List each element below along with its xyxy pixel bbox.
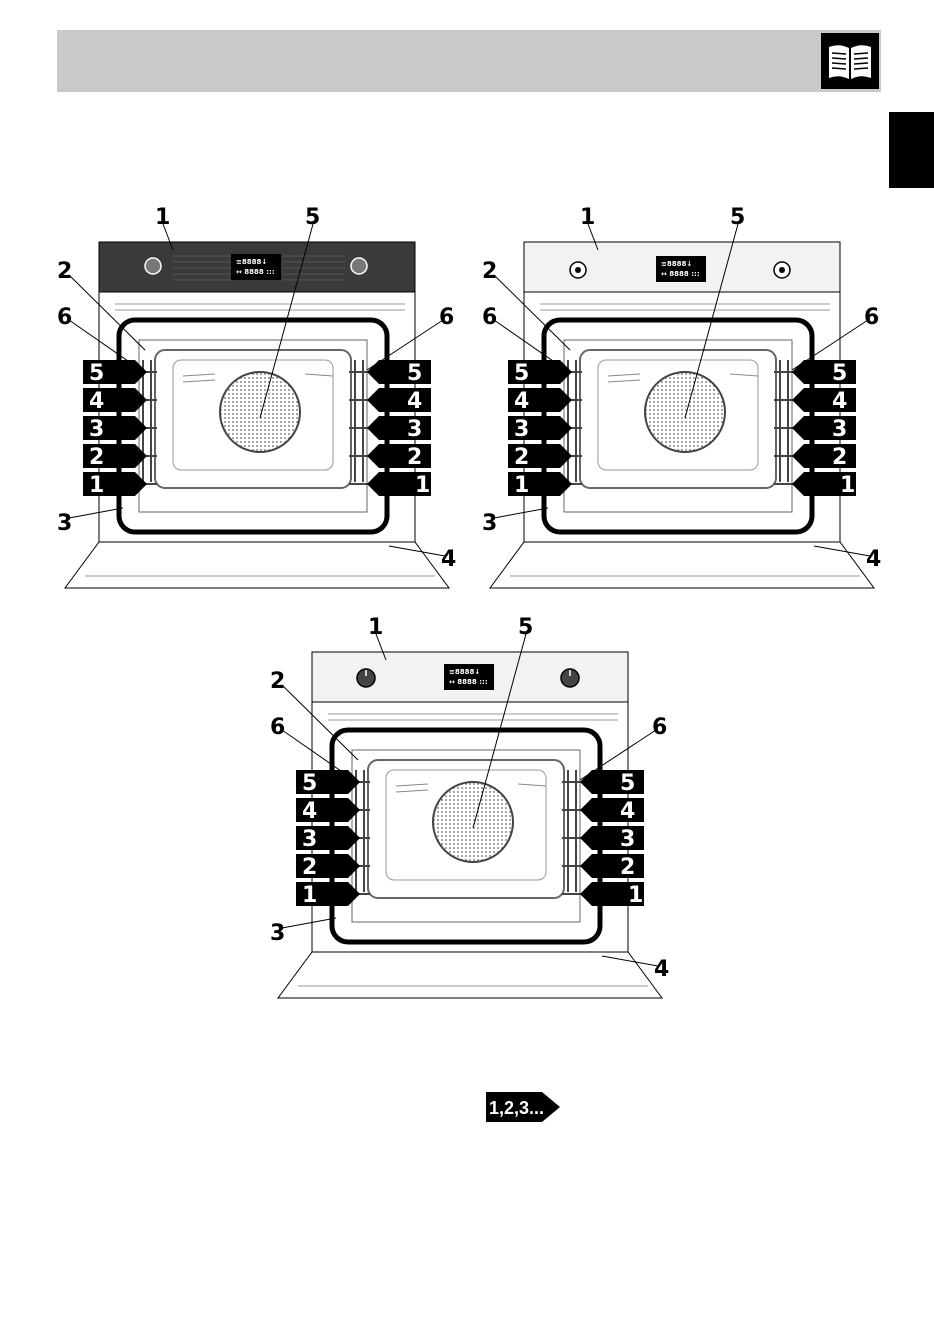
oven-door: [278, 952, 662, 998]
shelf-level-label: 4: [302, 799, 317, 824]
shelf-level-label: 1: [302, 883, 317, 908]
shelf-level-label: 2: [832, 445, 847, 470]
fan-cover: [220, 372, 300, 452]
callout-6: 6: [439, 305, 454, 330]
shelf-level-label: 1: [415, 473, 430, 498]
callout-1: 1: [368, 615, 383, 640]
shelf-level-label: 4: [832, 389, 847, 414]
callout-1: 1: [155, 205, 170, 230]
shelf-tags-right: 5 4 3 2 1: [792, 360, 856, 498]
oven-figure-light-panel: ≡8888↓ ↔ 8888 ::: 5 4 3 2 1 5 4 3 2 1: [480, 200, 900, 600]
section-tab: [889, 112, 934, 188]
shelf-level-label: 1: [840, 473, 855, 498]
book-icon: [821, 33, 879, 89]
left-knob: [145, 258, 161, 274]
oven-door: [65, 542, 449, 588]
callout-6: 6: [864, 305, 879, 330]
shelf-level-label: 2: [407, 445, 422, 470]
callout-3: 3: [482, 511, 497, 536]
shelf-level-label: 5: [302, 771, 317, 796]
shelf-level-label: 5: [832, 361, 847, 386]
shelf-level-label: 3: [407, 417, 422, 442]
sequence-badge-text: 1,2,3...: [489, 1098, 544, 1118]
shelf-level-label: 5: [89, 361, 104, 386]
callout-1: 1: [580, 205, 595, 230]
callout-4: 4: [441, 547, 456, 572]
shelf-level-label: 3: [302, 827, 317, 852]
callout-6: 6: [270, 715, 285, 740]
shelf-level-label: 3: [514, 417, 529, 442]
callout-2: 2: [270, 669, 285, 694]
oven-figure-dark-panel: ≡8888↓ ↔ 8888 ::: 5 4 3 2 1 5 4 3 2: [55, 200, 475, 600]
callout-5: 5: [518, 615, 533, 640]
shelf-tags-right: 5 4 3 2 1: [367, 360, 431, 498]
shelf-level-label: 5: [407, 361, 422, 386]
shelf-level-label: 4: [620, 799, 635, 824]
callout-4: 4: [866, 547, 881, 572]
shelf-level-label: 2: [620, 855, 635, 880]
callout-3: 3: [270, 921, 285, 946]
header-bar: [57, 30, 881, 92]
shelf-level-label: 1: [89, 473, 104, 498]
shelf-level-label: 2: [302, 855, 317, 880]
shelf-level-label: 2: [89, 445, 104, 470]
oven-figure-dark-knobs: ≡8888↓ ↔ 8888 ::: 5 4 3 2 1 5 4 3 2 1: [268, 610, 688, 1010]
shelf-tags-left: 5 4 3 2 1: [508, 360, 572, 498]
callout-3: 3: [57, 511, 72, 536]
right-knob: [351, 258, 367, 274]
shelf-level-label: 1: [514, 473, 529, 498]
callout-5: 5: [730, 205, 745, 230]
callout-5: 5: [305, 205, 320, 230]
shelf-level-label: 4: [89, 389, 104, 414]
shelf-level-label: 4: [407, 389, 422, 414]
display-line-2: ↔ 8888 :::: [236, 268, 275, 276]
shelf-level-label: 3: [89, 417, 104, 442]
shelf-level-label: 5: [514, 361, 529, 386]
shelf-tags-right: 5 4 3 2 1: [580, 770, 644, 908]
sequence-arrow-icon: 1,2,3...: [486, 1092, 560, 1122]
shelf-level-label: 2: [514, 445, 529, 470]
display-line-2: ↔ 8888 :::: [449, 678, 488, 686]
fan-cover: [433, 782, 513, 862]
display-line-2: ↔ 8888 :::: [661, 270, 700, 278]
shelf-tags-left: 5 4 3 2 1: [296, 770, 360, 908]
callout-2: 2: [57, 259, 72, 284]
display-line-1: ≡8888↓: [449, 668, 480, 676]
callout-6: 6: [652, 715, 667, 740]
shelf-level-label: 3: [620, 827, 635, 852]
display-line-1: ≡8888↓: [236, 258, 267, 266]
display-line-1: ≡8888↓: [661, 260, 692, 268]
fan-cover: [645, 372, 725, 452]
callout-6: 6: [57, 305, 72, 330]
shelf-level-label: 5: [620, 771, 635, 796]
callout-4: 4: [654, 957, 669, 982]
callout-2: 2: [482, 259, 497, 284]
shelf-level-label: 4: [514, 389, 529, 414]
shelf-tags-left: 5 4 3 2 1: [83, 360, 147, 498]
shelf-level-label: 1: [628, 883, 643, 908]
oven-door: [490, 542, 874, 588]
callout-6: 6: [482, 305, 497, 330]
shelf-level-label: 3: [832, 417, 847, 442]
